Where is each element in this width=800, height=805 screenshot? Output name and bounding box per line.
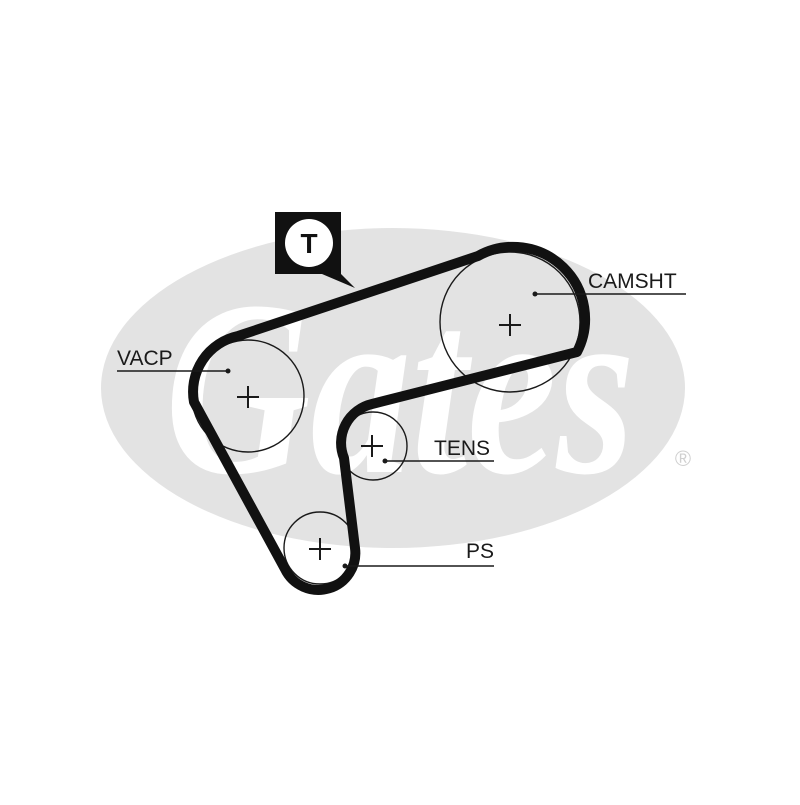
pulley-centers (237, 314, 521, 560)
center-mark-tens (361, 435, 383, 457)
timing-badge-letter: T (300, 228, 317, 259)
label-vacp: VACP (117, 347, 173, 370)
timing-belt (188, 241, 591, 595)
timing-badge: T (275, 212, 355, 288)
gates-watermark-logo: Gates ® (101, 228, 691, 548)
label-ps: PS (466, 540, 494, 563)
leader-dots (225, 291, 538, 569)
label-tens: TENS (434, 437, 490, 460)
leader-lines (117, 293, 686, 567)
timing-badge-circle (285, 219, 333, 267)
registered-mark: ® (675, 446, 691, 471)
watermark-wordmark: Gates (165, 250, 635, 527)
center-mark-vacp (237, 386, 259, 408)
watermark-ellipse (101, 228, 685, 548)
center-mark-ps (309, 538, 331, 560)
pulley-camsht (439, 251, 581, 393)
center-mark-camsht (499, 314, 521, 336)
label-camsht: CAMSHT (588, 270, 677, 293)
